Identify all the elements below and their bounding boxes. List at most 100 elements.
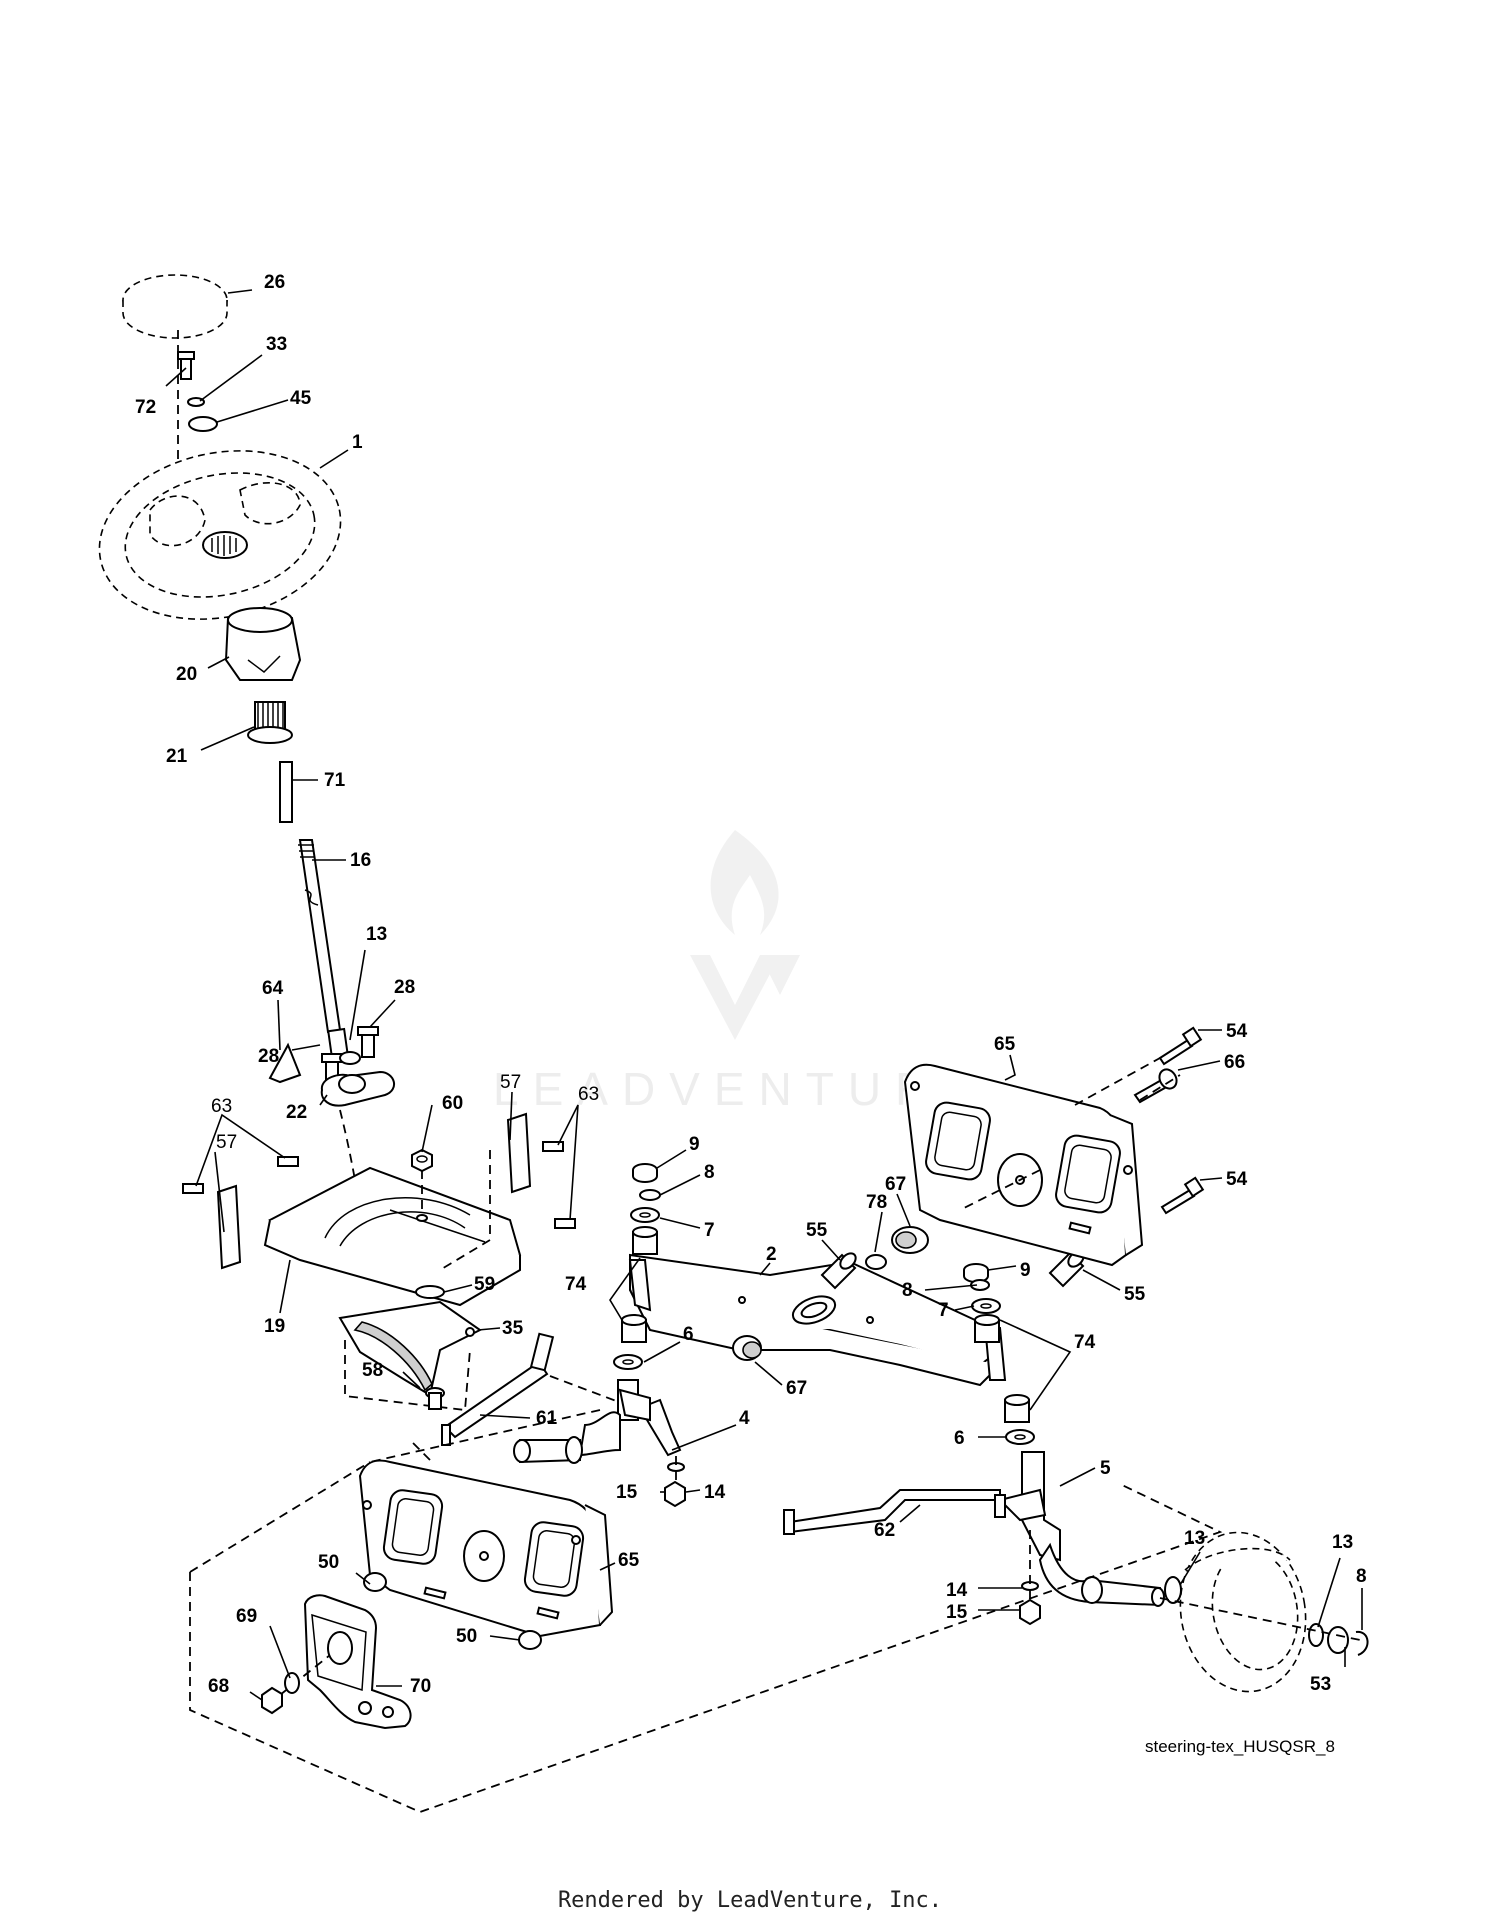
spindle-right-5-part — [998, 1451, 1165, 1607]
callout-63-left: 63 — [211, 1096, 232, 1117]
callout-20: 20 — [176, 664, 197, 685]
flat-washer-part — [188, 416, 218, 432]
axis-line — [279, 1654, 331, 1696]
callout-8-hub: 8 — [1356, 1566, 1367, 1587]
callout-28-upper: 28 — [394, 977, 415, 998]
callout-54-lower: 54 — [1226, 1169, 1248, 1190]
washer-69-part — [284, 1672, 300, 1694]
screw-63d-part — [554, 1218, 576, 1229]
diagram-id: steering-tex_HUSQSR_8 — [1145, 1737, 1335, 1756]
callout-26: 26 — [264, 272, 285, 293]
callout-61: 61 — [536, 1408, 558, 1429]
plate-57a-part — [506, 1112, 532, 1194]
leader-lines — [165, 289, 1363, 1701]
washer-6b-part — [1005, 1429, 1035, 1445]
washer-6a-part — [613, 1354, 643, 1370]
bushing-74a-upper-part — [632, 1226, 658, 1255]
pivot-bushing-67a-part — [891, 1226, 929, 1254]
callout-9-right: 9 — [1020, 1260, 1031, 1281]
callout-70: 70 — [410, 1676, 431, 1697]
callout-45: 45 — [290, 388, 312, 409]
axis-line — [1074, 1057, 1181, 1106]
bushing-74b-upper-part — [974, 1314, 1000, 1343]
callout-8-left: 8 — [704, 1162, 715, 1183]
callout-7-right: 7 — [938, 1300, 949, 1321]
steering-exploded-diagram: LEADVENTURE — [98, 272, 1369, 1813]
spacer-tube-part — [279, 761, 293, 823]
callout-74-left: 74 — [565, 1274, 587, 1295]
cap-screw-part — [177, 351, 195, 380]
steering-shaft-part — [298, 839, 349, 1059]
clip-8a-part — [639, 1189, 661, 1201]
callout-53: 53 — [1310, 1674, 1331, 1695]
washer-7a-part — [630, 1207, 660, 1223]
plate-57b-part — [216, 1184, 242, 1270]
bracket-plate-70-part — [303, 1594, 412, 1730]
callout-6-left: 6 — [683, 1324, 694, 1345]
washer-7b-part — [971, 1298, 1001, 1314]
callout-50-lower: 50 — [456, 1626, 477, 1647]
callout-33: 33 — [266, 334, 287, 355]
steering-gear-part — [247, 701, 293, 744]
callout-14-right: 14 — [946, 1580, 968, 1601]
screw-63b-part — [277, 1156, 299, 1167]
callout-54-upper: 54 — [1226, 1021, 1248, 1042]
drag-link-61-part — [441, 1332, 555, 1446]
callout-1: 1 — [352, 432, 363, 453]
washer-53-part — [1327, 1626, 1349, 1654]
washer-13b-part — [1164, 1576, 1182, 1604]
frame-dash-outline — [189, 1461, 1223, 1813]
nut-50b-part — [518, 1630, 542, 1650]
callout-69: 69 — [236, 1606, 257, 1627]
nut-50a-part — [363, 1572, 387, 1592]
bearing-flange-part — [320, 1051, 395, 1107]
screw-63c-part — [542, 1141, 564, 1152]
callout-22: 22 — [286, 1102, 307, 1123]
callout-4: 4 — [739, 1408, 750, 1429]
washer-13c-part — [1308, 1623, 1324, 1647]
cap-9a-part — [632, 1163, 658, 1183]
callout-55-left: 55 — [806, 1220, 828, 1241]
side-plate-left-65-part — [358, 1459, 614, 1638]
callout-57-left: 57 — [216, 1132, 237, 1153]
callout-19: 19 — [264, 1316, 285, 1337]
callout-66: 66 — [1224, 1052, 1245, 1073]
callout-58: 58 — [362, 1360, 383, 1381]
retainer-clip-part — [268, 1042, 302, 1084]
callout-14-left: 14 — [704, 1482, 726, 1503]
callout-68: 68 — [208, 1676, 229, 1697]
callout-59: 59 — [474, 1274, 495, 1295]
callout-16: 16 — [350, 850, 371, 871]
callout-65-lower: 65 — [618, 1550, 640, 1571]
callout-50-upper: 50 — [318, 1552, 339, 1573]
callout-15-left: 15 — [616, 1482, 638, 1503]
bolt-54b-part — [1160, 1176, 1205, 1215]
nut-15b-part — [1019, 1598, 1041, 1626]
callout-63-right: 63 — [578, 1084, 599, 1105]
callout-13-wheel: 13 — [1184, 1528, 1205, 1549]
nut-68-part — [261, 1686, 283, 1715]
callout-71: 71 — [324, 770, 346, 791]
callout-8-right: 8 — [902, 1280, 913, 1301]
callout-7-left: 7 — [704, 1220, 715, 1241]
axis-line — [439, 1150, 491, 1271]
bolt-28b-part — [357, 1026, 379, 1058]
nut-15a-part — [664, 1480, 686, 1508]
steering-cap-part — [122, 274, 228, 339]
steering-column-boot-part — [224, 607, 302, 681]
callout-67-lower: 67 — [786, 1378, 807, 1399]
callout-78: 78 — [866, 1192, 887, 1213]
washer-59-part — [415, 1285, 445, 1299]
callout-28-lower: 28 — [258, 1046, 279, 1067]
spindle-left-4-part — [513, 1379, 682, 1464]
callout-72: 72 — [135, 397, 156, 418]
steering-mount-bracket-part — [263, 1166, 522, 1307]
callout-62: 62 — [874, 1520, 895, 1541]
callout-67-upper: 67 — [885, 1174, 906, 1195]
footer-credit: Rendered by LeadVenture, Inc. — [557, 1888, 943, 1913]
tie-rod-62-part — [783, 1489, 1006, 1535]
sector-gear-part — [338, 1300, 482, 1397]
screw-63a-part — [182, 1183, 204, 1194]
callout-13-hub: 13 — [1332, 1532, 1353, 1553]
callout-5: 5 — [1100, 1458, 1111, 1479]
